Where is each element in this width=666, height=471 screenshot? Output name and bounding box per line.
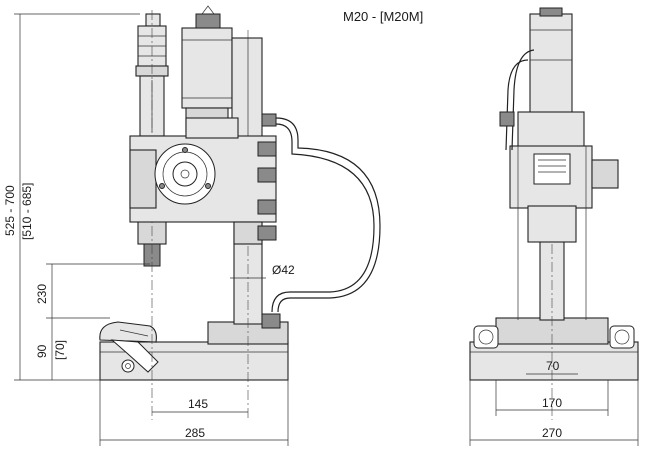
dim-front-170: 170 (542, 396, 562, 410)
dim-side-145: 145 (188, 397, 208, 411)
side-dimensions (14, 13, 289, 446)
front-view (469, 7, 639, 446)
air-hose (275, 117, 381, 313)
pneumatic-cylinder (181, 27, 233, 109)
dim-table-height: 90 (35, 344, 49, 358)
spindle (135, 10, 169, 420)
drawing-title: M20 - [M20M] (343, 9, 423, 24)
dim-front-270: 270 (542, 426, 562, 440)
clamp-lever (99, 321, 159, 373)
dim-total-height-alt: [510 - 685] (20, 183, 34, 240)
head-housing (129, 113, 277, 245)
nameplate (533, 153, 571, 185)
dim-column-diameter: Ø42 (272, 263, 295, 277)
dim-stroke: 230 (35, 284, 49, 304)
dim-front-70: 70 (546, 359, 560, 373)
dim-total-height: 525 - 700 (3, 185, 17, 236)
dim-side-285: 285 (185, 426, 205, 440)
dim-table-height-alt: [70] (53, 340, 67, 360)
side-view (14, 5, 381, 446)
front-cylinder (529, 13, 573, 115)
front-hose (505, 59, 529, 151)
front-dimensions (469, 373, 639, 446)
